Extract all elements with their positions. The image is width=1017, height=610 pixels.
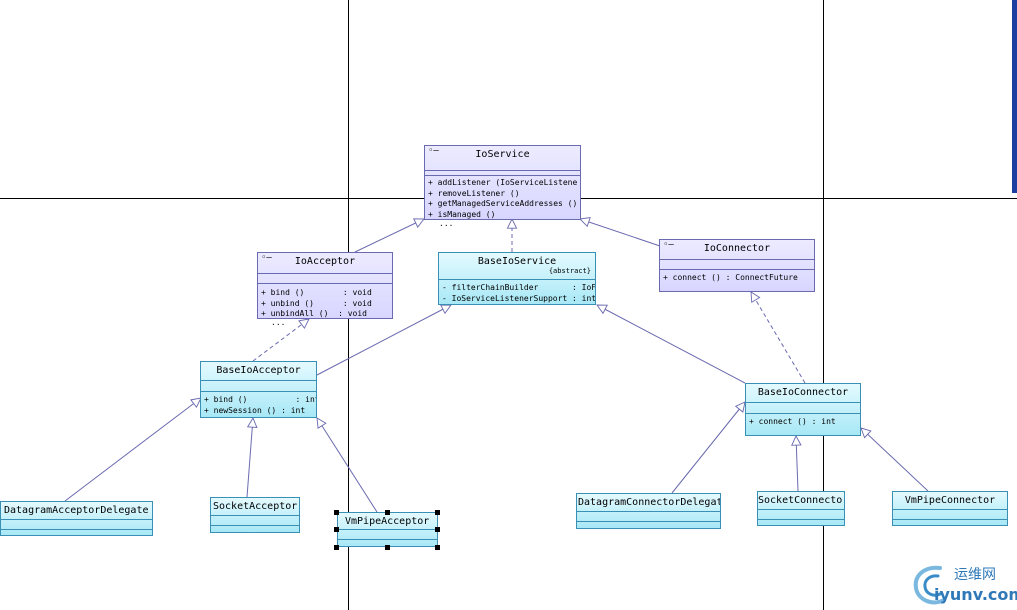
member: + unbind () : void bbox=[261, 298, 372, 308]
class-ioservice[interactable]: ◦– IoService + addListener (IoServiceLis… bbox=[424, 145, 581, 220]
generalization-ioconnector-ioservice[interactable] bbox=[580, 219, 661, 247]
selection-handle[interactable] bbox=[435, 527, 440, 532]
member: + isManaged () bbox=[428, 209, 496, 219]
generalization-ioacceptor-ioservice[interactable] bbox=[354, 219, 424, 253]
member: + unbindAll () : void bbox=[261, 309, 367, 318]
member: + getManagedServiceAddresses () bbox=[428, 199, 578, 208]
class-ioconnector[interactable]: ◦– IoConnector + connect () : ConnectFut… bbox=[659, 239, 815, 292]
realization-baseioconnector-ioconnector[interactable] bbox=[751, 292, 806, 384]
generalization-vmpipeconnector-baseioconnector[interactable] bbox=[861, 428, 929, 492]
relations bbox=[64, 219, 929, 513]
class-vmpipeacceptor[interactable]: VmPipeAcceptor bbox=[337, 512, 438, 547]
offscreen-element-edge bbox=[1012, 0, 1017, 193]
class-name: IoAcceptor bbox=[294, 256, 356, 267]
selection-handle[interactable] bbox=[385, 510, 390, 515]
class-vmpipeconnector[interactable]: VmPipeConnector bbox=[892, 491, 1008, 526]
member-ellipsis: ... bbox=[439, 219, 454, 228]
member: + addListener (IoServiceListene bbox=[428, 178, 578, 187]
class-name: DatagramConnectorDelegate bbox=[578, 497, 721, 508]
member: + newSession () : int bbox=[204, 405, 306, 415]
watermark-chinese-text: 运维网 bbox=[954, 567, 996, 583]
interface-icon: ◦– bbox=[428, 146, 439, 156]
class-baseioconnector[interactable]: BaseIoConnector + connect () : int bbox=[745, 383, 861, 436]
class-name: SocketConnector bbox=[758, 495, 845, 506]
generalization-socketconnector-baseioconnector[interactable] bbox=[796, 436, 798, 492]
generalization-baseioconnector-baseioservice[interactable] bbox=[597, 305, 746, 384]
member: + connect () : int bbox=[749, 417, 836, 426]
class-name: BaseIoAcceptor bbox=[216, 365, 301, 376]
selection-handle[interactable] bbox=[435, 545, 440, 550]
class-socketconnector[interactable]: SocketConnector bbox=[757, 491, 845, 526]
class-name: VmPipeAcceptor bbox=[345, 516, 430, 527]
selection-handle[interactable] bbox=[334, 510, 339, 515]
member: - IoServiceListenerSupport : int bbox=[442, 293, 596, 303]
interface-icon: ◦– bbox=[663, 240, 674, 250]
watermark: 运维网 iyunv.com bbox=[910, 562, 1017, 610]
class-name: SocketAcceptor bbox=[213, 501, 298, 512]
member: + bind () : void bbox=[261, 288, 372, 297]
class-name: BaseIoService bbox=[477, 256, 557, 267]
member: + bind () : int bbox=[204, 395, 317, 404]
realization-baseioacceptor-ioacceptor[interactable] bbox=[252, 319, 309, 362]
class-baseioservice[interactable]: BaseIoService {abstract} - filterChainBu… bbox=[438, 252, 596, 305]
member: + connect () : ConnectFuture bbox=[663, 273, 798, 282]
member: + removeListener () bbox=[428, 188, 520, 198]
watermark-domain-text: iyunv.com bbox=[934, 585, 1017, 604]
selection-handle[interactable] bbox=[334, 527, 339, 532]
interface-icon: ◦– bbox=[261, 253, 272, 263]
selection-handle[interactable] bbox=[385, 545, 390, 550]
class-datagramconnectordelegate[interactable]: DatagramConnectorDelegate bbox=[576, 493, 721, 529]
class-name: BaseIoConnector bbox=[757, 387, 849, 398]
watermark-logo-icon bbox=[913, 565, 946, 605]
class-socketacceptor[interactable]: SocketAcceptor bbox=[210, 497, 300, 533]
class-name: DatagramAcceptorDelegate bbox=[4, 505, 149, 516]
selection-handle[interactable] bbox=[334, 545, 339, 550]
generalization-datagramconnectordelegate-baseioconnector[interactable] bbox=[671, 402, 745, 494]
member: - filterChainBuilder : IoF bbox=[442, 283, 596, 292]
class-datagramacceptordelegate[interactable]: DatagramAcceptorDelegate bbox=[0, 501, 153, 536]
class-baseioacceptor[interactable]: BaseIoAcceptor + bind () : int + newSess… bbox=[200, 361, 317, 418]
generalization-datagramacceptordelegate-baseioacceptor[interactable] bbox=[64, 398, 201, 502]
selection-handle[interactable] bbox=[435, 510, 440, 515]
generalization-socketacceptor-baseioacceptor[interactable] bbox=[246, 418, 253, 498]
class-name: VmPipeConnector bbox=[904, 495, 996, 506]
class-name: IoConnector bbox=[703, 243, 771, 254]
class-ioacceptor[interactable]: ◦– IoAcceptor + bind () : void + unbind … bbox=[257, 252, 393, 319]
member-ellipsis: ... bbox=[271, 318, 286, 327]
class-stereotype: {abstract} bbox=[548, 267, 591, 275]
class-name: IoService bbox=[475, 149, 530, 160]
generalization-vmpipeacceptor-baseioacceptor[interactable] bbox=[317, 418, 378, 513]
generalization-baseioacceptor-baseioservice[interactable] bbox=[316, 305, 451, 376]
